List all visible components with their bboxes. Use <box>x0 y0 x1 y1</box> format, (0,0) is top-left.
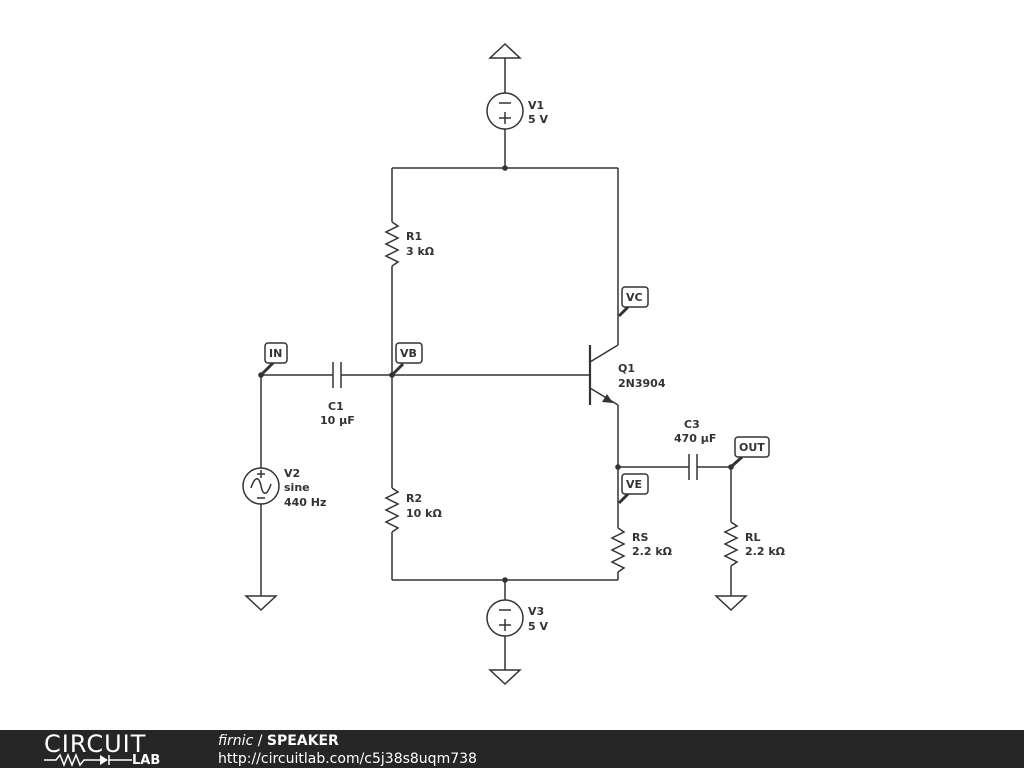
footer-bar: CIRCUIT LAB firnic / SPEAKER http://circ… <box>0 730 1024 768</box>
net-label-ve[interactable]: VE <box>617 473 649 505</box>
logo-text-circuit: CIRCUIT <box>44 730 147 758</box>
net-label-vc-text: VC <box>626 291 643 304</box>
r1-name: R1 <box>406 230 422 243</box>
r2-name: R2 <box>406 492 422 505</box>
v3-value: 5 V <box>528 620 548 633</box>
net-label-out[interactable]: OUT <box>730 436 770 468</box>
rl-value: 2.2 kΩ <box>745 545 786 558</box>
voltage-source-v1[interactable] <box>486 92 524 130</box>
v3-name: V3 <box>528 605 544 618</box>
capacitor-c1[interactable] <box>332 362 342 388</box>
v1-name: V1 <box>528 99 544 112</box>
net-label-vc[interactable]: VC <box>617 286 649 318</box>
logo-text-lab: LAB <box>132 753 161 768</box>
c1-value: 10 µF <box>320 414 355 427</box>
junction-dot <box>502 165 508 171</box>
v1-value: 5 V <box>528 113 548 126</box>
sine-source-v2[interactable] <box>242 467 280 505</box>
v2-frequency: 440 Hz <box>284 496 326 509</box>
q1-value: 2N3904 <box>618 377 666 390</box>
ground-symbol-input <box>244 595 278 612</box>
project-title[interactable]: SPEAKER <box>266 733 339 749</box>
net-label-out-text: OUT <box>739 441 765 454</box>
resistor-wave-icon <box>44 752 132 768</box>
v2-value: sine <box>284 481 310 494</box>
c3-name: C3 <box>684 418 700 431</box>
resistor-rs[interactable] <box>610 527 626 573</box>
title-separator: / <box>253 733 267 749</box>
rs-name: RS <box>632 531 648 544</box>
ground-symbol-top <box>488 42 522 93</box>
net-label-in-text: IN <box>269 347 282 360</box>
rs-value: 2.2 kΩ <box>632 545 673 558</box>
transistor-q1[interactable] <box>588 344 619 406</box>
rl-name: RL <box>745 531 760 544</box>
net-label-vb-text: VB <box>400 347 417 360</box>
q1-name: Q1 <box>618 362 635 375</box>
net-label-in[interactable]: IN <box>260 342 288 376</box>
circuitlab-logo[interactable]: CIRCUIT LAB <box>44 732 179 768</box>
net-label-ve-text: VE <box>626 478 642 491</box>
resistor-r1[interactable] <box>384 221 400 267</box>
project-credits: firnic / SPEAKER http://circuitlab.com/c… <box>218 731 477 768</box>
capacitor-c3[interactable] <box>688 454 698 480</box>
resistor-r2[interactable] <box>384 487 400 533</box>
c1-name: C1 <box>328 400 344 413</box>
voltage-source-v3[interactable] <box>486 599 524 637</box>
v2-name: V2 <box>284 467 300 480</box>
resistor-rl[interactable] <box>723 521 739 567</box>
circuit-schematic: V1 5 V R1 3 kΩ R2 10 kΩ V3 5 V C1 10 µF <box>242 42 786 686</box>
net-label-vb[interactable]: VB <box>391 342 423 376</box>
project-url[interactable]: http://circuitlab.com/c5j38s8uqm738 <box>218 751 477 767</box>
c3-value: 470 µF <box>674 432 716 445</box>
ground-symbol-bottom <box>488 669 522 686</box>
r2-value: 10 kΩ <box>406 507 442 520</box>
author-link[interactable]: firnic <box>218 733 254 749</box>
r1-value: 3 kΩ <box>406 245 435 258</box>
ground-symbol-output <box>714 595 748 612</box>
